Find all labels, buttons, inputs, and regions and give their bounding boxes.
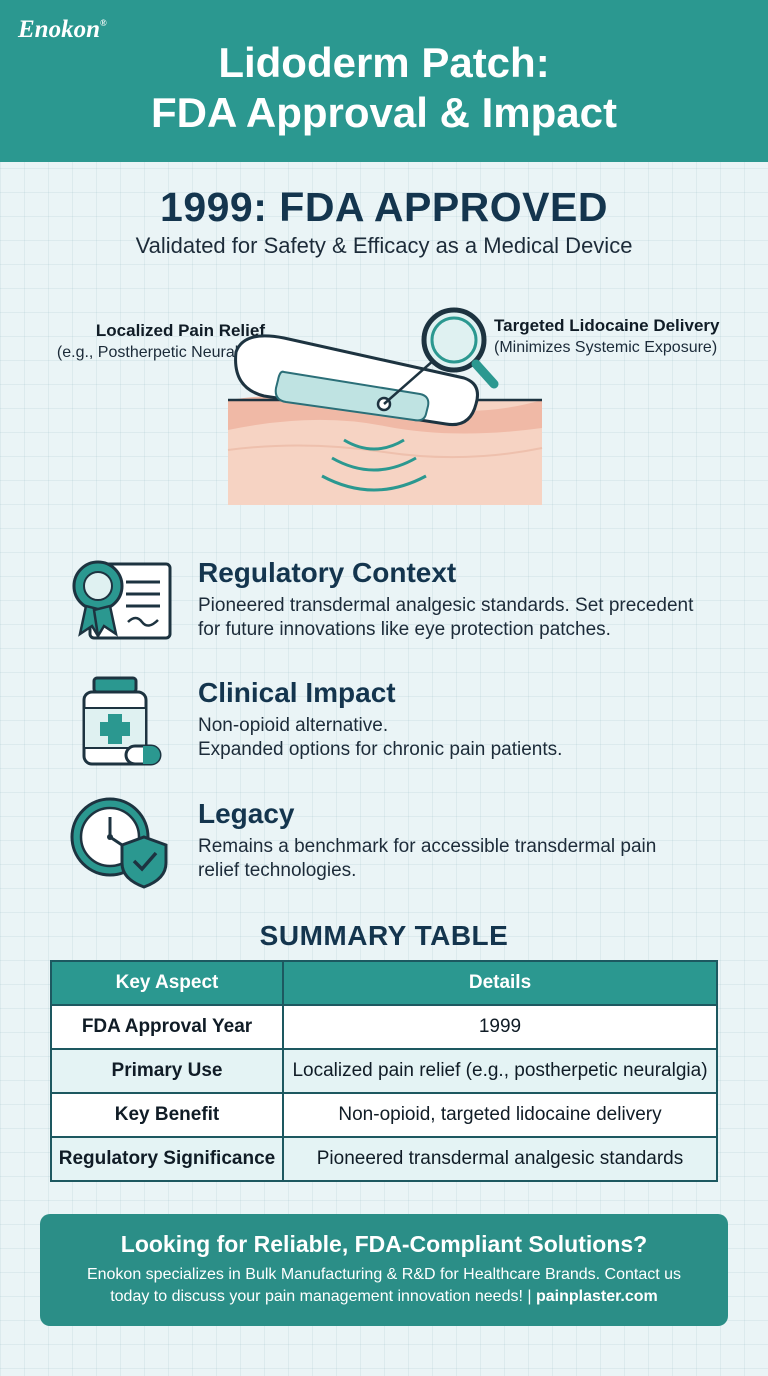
summary-table-title: SUMMARY TABLE [259, 920, 509, 951]
table-cell-aspect: FDA Approval Year [50, 1004, 284, 1050]
page-title-line1: Lidoderm Patch: [218, 39, 550, 86]
summary-table: Key Aspect Details FDA Approval Year 199… [50, 960, 718, 1182]
callout-left-sub: (e.g., Postherpetic Neuralgia) [56, 344, 265, 361]
table-cell-details: Non-opioid, targeted lidocaine delivery [282, 1092, 718, 1138]
patch-on-skin-illustration [227, 307, 543, 505]
callout-right-title: Targeted Lidocaine Delivery [494, 316, 720, 335]
callout-localized-relief: Localized Pain Relief (e.g., Postherpeti… [40, 320, 265, 364]
pain-relief-wave [343, 438, 405, 451]
fda-approval-subtitle: Validated for Safety & Efficacy as a Med… [135, 233, 633, 258]
call-to-action-banner: Looking for Reliable, FDA-Compliant Solu… [40, 1214, 728, 1326]
cta-line1: Enokon specializes in Bulk Manufacturing… [86, 1266, 682, 1283]
pain-relief-wave [331, 456, 417, 472]
brand-name: Enokon [18, 16, 100, 43]
feature-clinical-text: Non-opioid alternative. Expanded options… [198, 715, 563, 760]
table-header-row: Key Aspect Details [50, 960, 718, 1006]
column-header-details: Details [282, 960, 718, 1006]
table-cell-aspect: Key Benefit [50, 1092, 284, 1138]
brand-logo: Enokon® [18, 16, 107, 44]
column-header-key-aspect: Key Aspect [50, 960, 284, 1006]
header-banner: Enokon® Lidoderm Patch: FDA Approval & I… [0, 0, 768, 162]
table-cell-details: Localized pain relief (e.g., postherpeti… [282, 1048, 718, 1094]
table-row: FDA Approval Year 1999 [50, 1004, 718, 1050]
table-cell-details: 1999 [282, 1004, 718, 1050]
table-row: Primary Use Localized pain relief (e.g.,… [50, 1048, 718, 1094]
table-row: Key Benefit Non-opioid, targeted lidocai… [50, 1092, 718, 1138]
callout-targeted-delivery: Targeted Lidocaine Delivery (Minimizes S… [494, 315, 764, 359]
cta-title: Looking for Reliable, FDA-Compliant Solu… [120, 1231, 648, 1257]
table-row: Regulatory Significance Pioneered transd… [50, 1136, 718, 1182]
table-cell-aspect: Regulatory Significance [50, 1136, 284, 1182]
certificate-icon [72, 560, 172, 640]
cta-line2: today to discuss your pain management in… [110, 1288, 536, 1305]
callout-left-title: Localized Pain Relief [95, 321, 265, 340]
table-cell-details: Pioneered transdermal analgesic standard… [282, 1136, 718, 1182]
feature-regulatory-title: Regulatory Context [198, 557, 457, 588]
pain-relief-wave [321, 474, 427, 492]
page-title-line2: FDA Approval & Impact [151, 89, 617, 136]
feature-clinical-title: Clinical Impact [198, 677, 396, 708]
lidocaine-reservoir [274, 370, 430, 422]
table-cell-aspect: Primary Use [50, 1048, 284, 1094]
feature-legacy-title: Legacy [198, 798, 295, 829]
medicine-bottle-icon [82, 676, 162, 766]
brand-registered-mark: ® [99, 18, 107, 28]
feature-regulatory-text: Pioneered transdermal analgesic standard… [198, 595, 694, 640]
clock-shield-icon [70, 797, 168, 889]
website-link[interactable]: painplaster.com [535, 1288, 658, 1305]
page-title: Lidoderm Patch: FDA Approval & Impact [0, 38, 768, 138]
fda-approval-heading: 1999: FDA APPROVED [160, 184, 608, 230]
feature-legacy-text: Remains a benchmark for accessible trans… [198, 836, 657, 881]
cta-text: Enokon specializes in Bulk Manufacturing… [64, 1264, 704, 1308]
callout-right-sub: (Minimizes Systemic Exposure) [494, 339, 718, 356]
